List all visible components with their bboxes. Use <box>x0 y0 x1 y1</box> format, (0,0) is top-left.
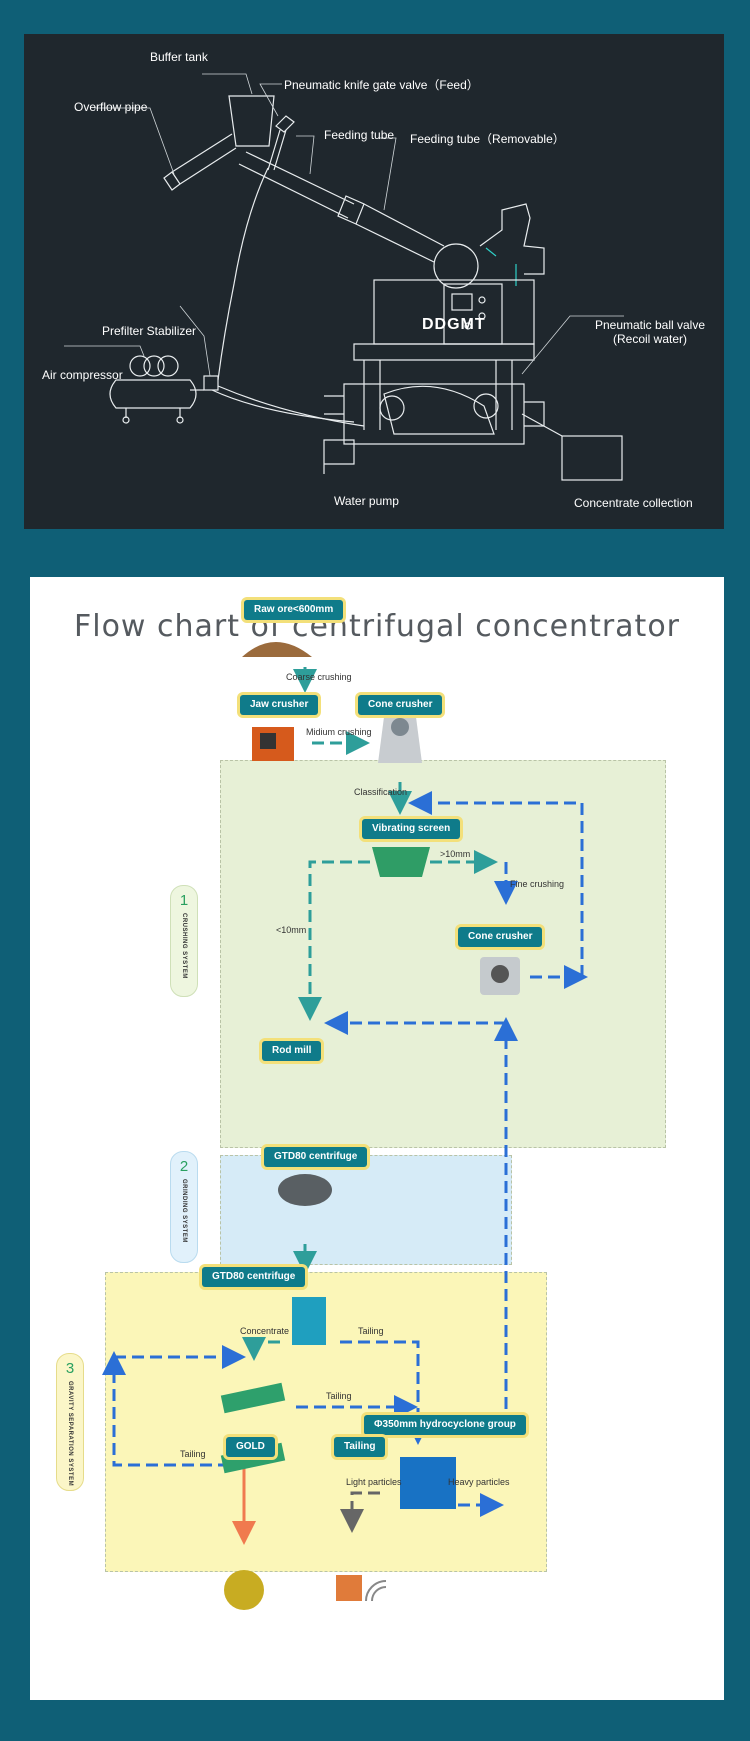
label-water-pump: Water pump <box>334 494 399 508</box>
concentrator-body-shape <box>373 279 535 345</box>
flowchart-title: Flow chart of centrifugal concentrator <box>73 609 681 644</box>
edge-gt10: >10mm <box>440 849 471 859</box>
label-feeding-tube: Feeding tube <box>324 128 395 142</box>
system-gravity-label: GRAVITY SEPARATION SYSTEM <box>67 1381 73 1487</box>
label-air-compressor: Air compressor <box>42 368 123 382</box>
edge-tailing-2: Tailing <box>326 1391 352 1401</box>
system-grinding: 2 GRINDING SYSTEM <box>170 1151 198 1263</box>
vibrating-screen-image <box>372 847 430 877</box>
rod-mill-image <box>278 1174 332 1206</box>
edge-tailing-1: Tailing <box>358 1326 384 1336</box>
buffer-tank-shape <box>228 95 275 147</box>
concentrate-collection-shape <box>561 435 623 481</box>
node-centrifuge-2: GTD80 centrifuge <box>202 1267 306 1287</box>
feeding-tube-removable-shape <box>355 203 445 263</box>
centrifuge-1-image <box>292 1297 326 1345</box>
equipment-illustrations <box>220 642 520 1610</box>
node-raw-ore: Raw ore<600mm <box>244 600 344 620</box>
edge-tailing-3: Tailing <box>180 1449 206 1459</box>
raw-ore-pile <box>242 642 312 657</box>
edge-heavy-particles: Heavy particles <box>448 1477 510 1487</box>
zone-grinding <box>220 1155 512 1265</box>
brand-logo: DDGMT <box>422 316 486 333</box>
feed-hopper-shape <box>433 243 479 289</box>
node-jaw-crusher: Jaw crusher <box>240 695 319 715</box>
system-grinding-label: GRINDING SYSTEM <box>181 1179 187 1243</box>
edge-coarse-crushing: Coarse crushing <box>286 672 352 682</box>
node-tailing: Tailing <box>334 1437 386 1457</box>
label-feeding-tube-removable: Feeding tube（Removable） <box>410 132 565 146</box>
label-ball-valve: Pneumatic ball valve (Recoil water) <box>580 318 720 346</box>
flow-arrows <box>102 642 588 1610</box>
edge-medium-crushing: Midium crushing <box>306 727 372 737</box>
hydrocyclone-image <box>400 1457 456 1509</box>
node-hydrocyclone: Ф350mm hydrocyclone group <box>364 1415 526 1435</box>
feeding-tube-shape <box>238 151 355 219</box>
label-buffer-tank: Buffer tank <box>150 50 208 64</box>
system-gravity: 3 GRAVITY SEPARATION SYSTEM <box>56 1353 84 1491</box>
gold-image <box>224 1570 264 1610</box>
edge-classification: Classification <box>354 787 408 797</box>
label-overflow-pipe: Overflow pipe <box>74 100 148 114</box>
edge-fine-crushing: Fine crushing <box>510 879 565 889</box>
flowchart-panel: Flow chart of centrifugal concentrator 1… <box>30 577 724 1700</box>
edge-concentrate: Concentrate <box>240 1326 290 1336</box>
feeding-tube-joint <box>337 195 365 225</box>
control-box-shape <box>443 283 503 345</box>
cone-crusher-1-image <box>378 717 422 763</box>
prefilter-stabilizer-shape <box>203 375 219 391</box>
node-cone-crusher-2: Cone crusher <box>458 927 543 947</box>
edge-light-particles: Light particles <box>346 1477 402 1487</box>
label-prefilter-stabilizer: Prefilter Stabilizer <box>102 324 197 338</box>
system-crushing-number: 1 <box>179 892 189 909</box>
water-pump-shape <box>323 439 355 474</box>
node-centrifuge-1: GTD80 centrifuge <box>264 1147 368 1167</box>
equipment-diagram: Buffer tank Pneumatic knife gate valve（F… <box>24 34 724 529</box>
node-cone-crusher-1: Cone crusher <box>358 695 443 715</box>
system-grinding-number: 2 <box>179 1158 189 1175</box>
system-gravity-number: 3 <box>65 1360 75 1377</box>
shaking-table-1-image <box>220 1382 286 1414</box>
air-hose-1 <box>217 167 269 381</box>
label-ball-valve-line1: Pneumatic ball valve <box>594 318 706 332</box>
equipment-drawing <box>64 73 624 481</box>
knife-gate-valve-shape <box>267 115 295 171</box>
overflow-pipe-shape <box>163 133 237 191</box>
node-gold: GOLD <box>226 1437 275 1457</box>
node-vibrating-screen: Vibrating screen <box>362 819 461 839</box>
label-knife-gate-valve: Pneumatic knife gate valve（Feed） <box>284 78 479 92</box>
system-crushing-label: CRUSHING SYSTEM <box>181 913 187 979</box>
label-concentrate-collection: Concentrate collection <box>574 496 693 510</box>
air-compressor-shape <box>109 379 197 409</box>
node-rod-mill: Rod mill <box>262 1041 322 1061</box>
system-crushing: 1 CRUSHING SYSTEM <box>170 885 198 997</box>
edge-lt10: <10mm <box>276 925 307 935</box>
spout-shape <box>479 203 545 275</box>
label-ball-valve-line2: (Recoil water) <box>612 332 687 346</box>
tailing-image <box>336 1575 362 1601</box>
